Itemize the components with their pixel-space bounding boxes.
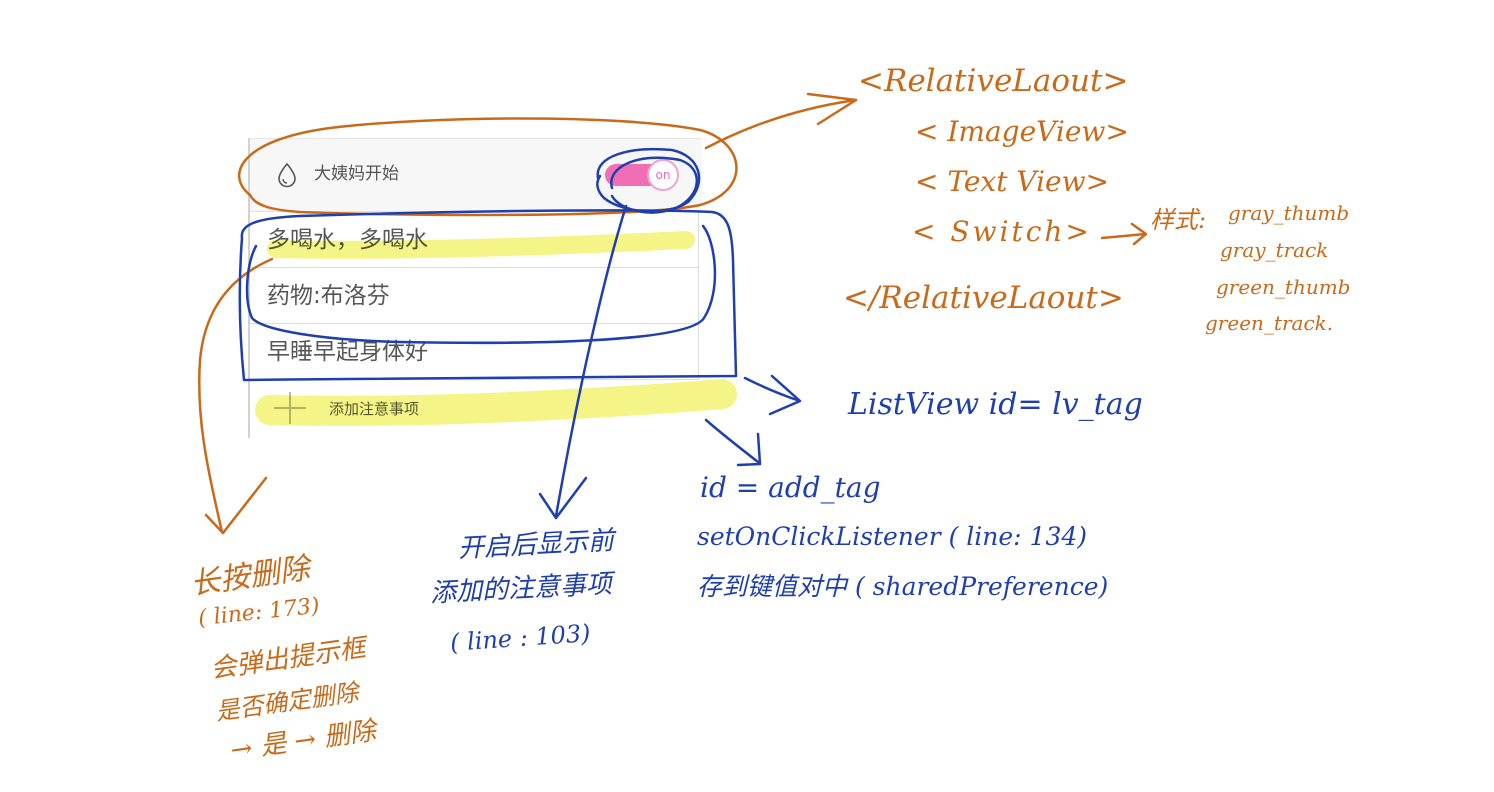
- switch-note-line-3: ( line : 103): [449, 619, 592, 657]
- long-press-note-line-2: ( line: 173): [196, 593, 321, 632]
- switch-note-line-1: 开启后显示前: [457, 525, 615, 565]
- style-green-track: green_track.: [1205, 311, 1334, 335]
- switch-style-arrow: [1100, 222, 1148, 246]
- long-press-note-line-4: 是否确定删除: [213, 678, 361, 726]
- long-press-note-line-1: 长按删除: [188, 550, 312, 603]
- style-green-thumb: green_thumb: [1216, 275, 1351, 299]
- switch-thumb[interactable]: on: [647, 159, 679, 191]
- header-arrowhead: [806, 92, 858, 126]
- plus-icon[interactable]: [274, 392, 306, 424]
- listview-id-note: ListView id= lv_tag: [848, 387, 1143, 422]
- textview-tag: < Text View>: [915, 165, 1110, 198]
- long-press-note-line-3: 会弹出提示框: [208, 633, 368, 685]
- period-start-switch[interactable]: on: [605, 159, 685, 191]
- style-gray-thumb: gray_thumb: [1228, 201, 1350, 225]
- relativelayout-close-tag: </RelativeLaout>: [843, 280, 1124, 316]
- switch-arrowhead: [538, 476, 588, 520]
- add-tag-storage-note: 存到键值对中 ( sharedPreference): [697, 572, 1109, 601]
- add-tag-id-note: id = add_tag: [700, 471, 881, 504]
- period-start-label: 大姨妈开始: [314, 164, 399, 184]
- notes-list-view: 多喝水，多喝水 药物:布洛芬 早睡早起身体好: [250, 212, 699, 380]
- relativelayout-open-tag: <RelativeLaout>: [858, 63, 1129, 99]
- header-connector-line: [704, 98, 858, 150]
- list-item[interactable]: 多喝水，多喝水: [250, 212, 698, 268]
- app-screen-fragment: 大姨妈开始 on 多喝水，多喝水 药物:布洛芬 早睡早起身体好 添加注意事项: [248, 138, 702, 438]
- list-item[interactable]: 早睡早起身体好: [250, 324, 698, 380]
- water-drop-icon: [278, 162, 296, 188]
- add-tag-listener-note: setOnClickListener ( line: 134): [697, 522, 1088, 551]
- add-note-label[interactable]: 添加注意事项: [329, 400, 420, 418]
- style-gray-track: gray_track: [1220, 238, 1329, 262]
- add-note-button[interactable]: 添加注意事项: [250, 380, 702, 438]
- long-press-arrowhead: [204, 476, 268, 535]
- period-start-header: 大姨妈开始 on: [250, 138, 702, 212]
- long-press-note-line-5: → 是 → 删除: [228, 715, 378, 767]
- switch-note-line-2: 添加的注意事项: [429, 569, 613, 609]
- switch-style-label: 样式:: [1150, 206, 1207, 234]
- switch-tag: < Switch>: [912, 215, 1092, 248]
- list-item[interactable]: 药物:布洛芬: [250, 268, 698, 324]
- imageview-tag: < ImageView>: [915, 115, 1129, 148]
- listview-arrow: [743, 374, 802, 416]
- add-tag-arrow: [704, 418, 762, 467]
